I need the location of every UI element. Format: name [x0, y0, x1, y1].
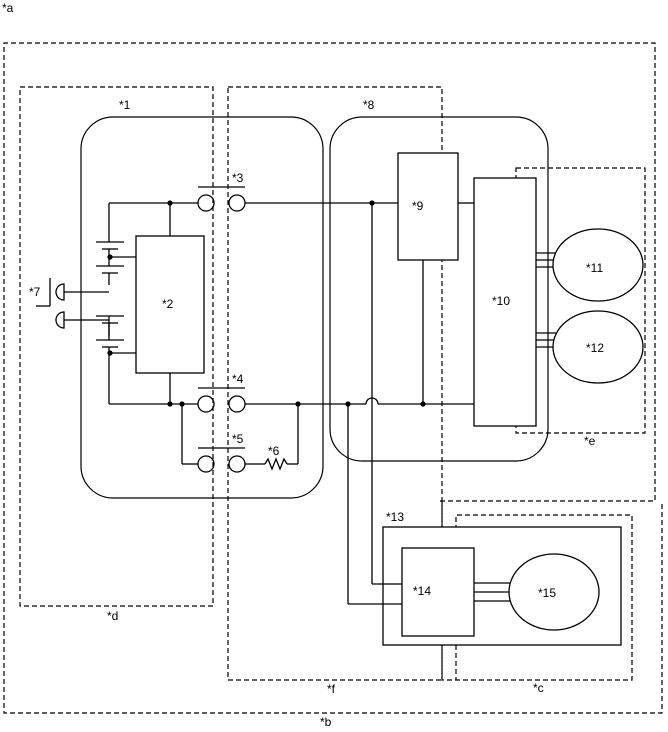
component-11-ellipse [552, 228, 644, 302]
label-3: *3 [232, 171, 244, 185]
resistor-6 [264, 457, 288, 471]
label-c: *c [533, 681, 544, 695]
region-d-boundary [19, 86, 214, 607]
component-15-ellipse [508, 553, 600, 631]
switch-5 [197, 447, 246, 473]
component-9-box [397, 152, 459, 261]
label-5: *5 [232, 432, 244, 446]
switch-3 [197, 186, 246, 212]
label-12: *12 [586, 341, 604, 355]
label-1: *1 [119, 98, 131, 112]
label-d: *d [107, 609, 118, 623]
module-8-outline [329, 116, 549, 462]
region-b-boundary [3, 42, 663, 714]
switch-4 [197, 387, 246, 413]
module-1-outline [80, 116, 324, 499]
label-2: *2 [162, 297, 174, 311]
component-2-box [135, 235, 205, 374]
label-a: *a [2, 1, 14, 15]
battery-stack [96, 203, 136, 404]
label-10: *10 [492, 294, 510, 308]
label-14: *14 [413, 584, 431, 598]
label-6: *6 [268, 444, 280, 458]
label-e: *e [584, 434, 596, 448]
label-8: *8 [363, 98, 375, 112]
label-15: *15 [538, 586, 556, 600]
label-9: *9 [412, 199, 424, 213]
component-7-connector [36, 278, 109, 329]
region-e-boundary [515, 167, 646, 434]
label-11: *11 [586, 261, 603, 275]
label-f: *f [327, 682, 336, 696]
component-12-ellipse [552, 310, 644, 384]
component-10-box [473, 177, 537, 427]
label-4: *4 [232, 372, 244, 386]
component-14-box [401, 547, 475, 637]
label-7: *7 [29, 285, 41, 299]
label-b: *b [320, 715, 332, 729]
label-13: *13 [386, 510, 404, 524]
region-f-boundary [227, 86, 443, 681]
wire-crossover [365, 397, 379, 405]
